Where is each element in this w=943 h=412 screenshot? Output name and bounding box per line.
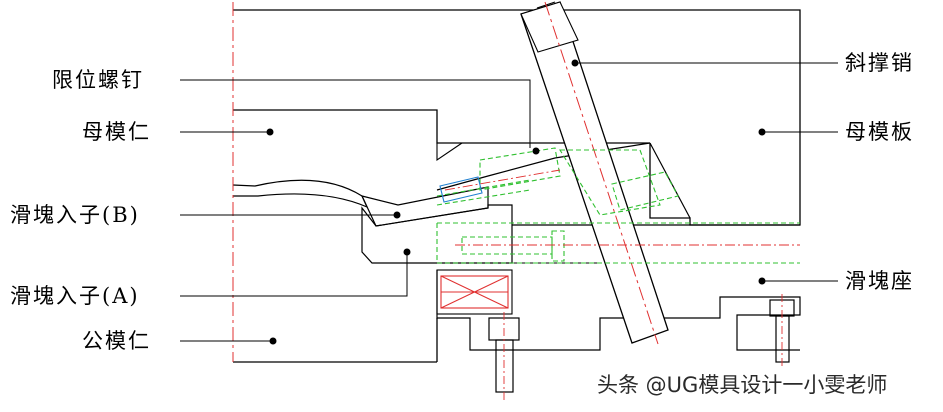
label-slider-insert-b: 滑塊入子(B) xyxy=(10,203,140,227)
label-limit-screw: 限位螺钉 xyxy=(52,68,144,92)
limit-screw-head xyxy=(439,176,483,203)
label-slider-seat: 滑塊座 xyxy=(845,269,914,293)
label-angle-pin: 斜撑销 xyxy=(845,51,914,75)
slider-insert-b-outline xyxy=(360,186,489,227)
leaders xyxy=(180,59,838,345)
cavity-plate-outline xyxy=(233,9,801,226)
watermark-text: 头条 @UG模具设计一小雯老师 xyxy=(597,373,888,397)
product-curve xyxy=(232,179,369,209)
label-core-insert: 公模仁 xyxy=(82,329,151,353)
cavity-insert-wedge xyxy=(436,142,463,162)
label-slider-insert-a: 滑塊入子(A) xyxy=(10,284,140,308)
leader-limit-screw xyxy=(180,79,531,148)
screw-centerline xyxy=(444,169,561,191)
slider-insert-a-outline xyxy=(361,204,513,264)
hidden-features xyxy=(436,147,800,264)
bottom-bolt-right xyxy=(769,294,795,368)
cavity-insert-outline xyxy=(233,109,650,144)
label-cavity-plate: 母模板 xyxy=(845,120,914,144)
angle-pin xyxy=(520,1,669,345)
label-cavity-insert: 母模仁 xyxy=(82,120,151,144)
spring xyxy=(436,269,513,315)
bottom-bolt-left xyxy=(488,312,520,400)
leader-slider-insert-a xyxy=(180,252,408,297)
slider-seat-outline xyxy=(436,270,801,351)
